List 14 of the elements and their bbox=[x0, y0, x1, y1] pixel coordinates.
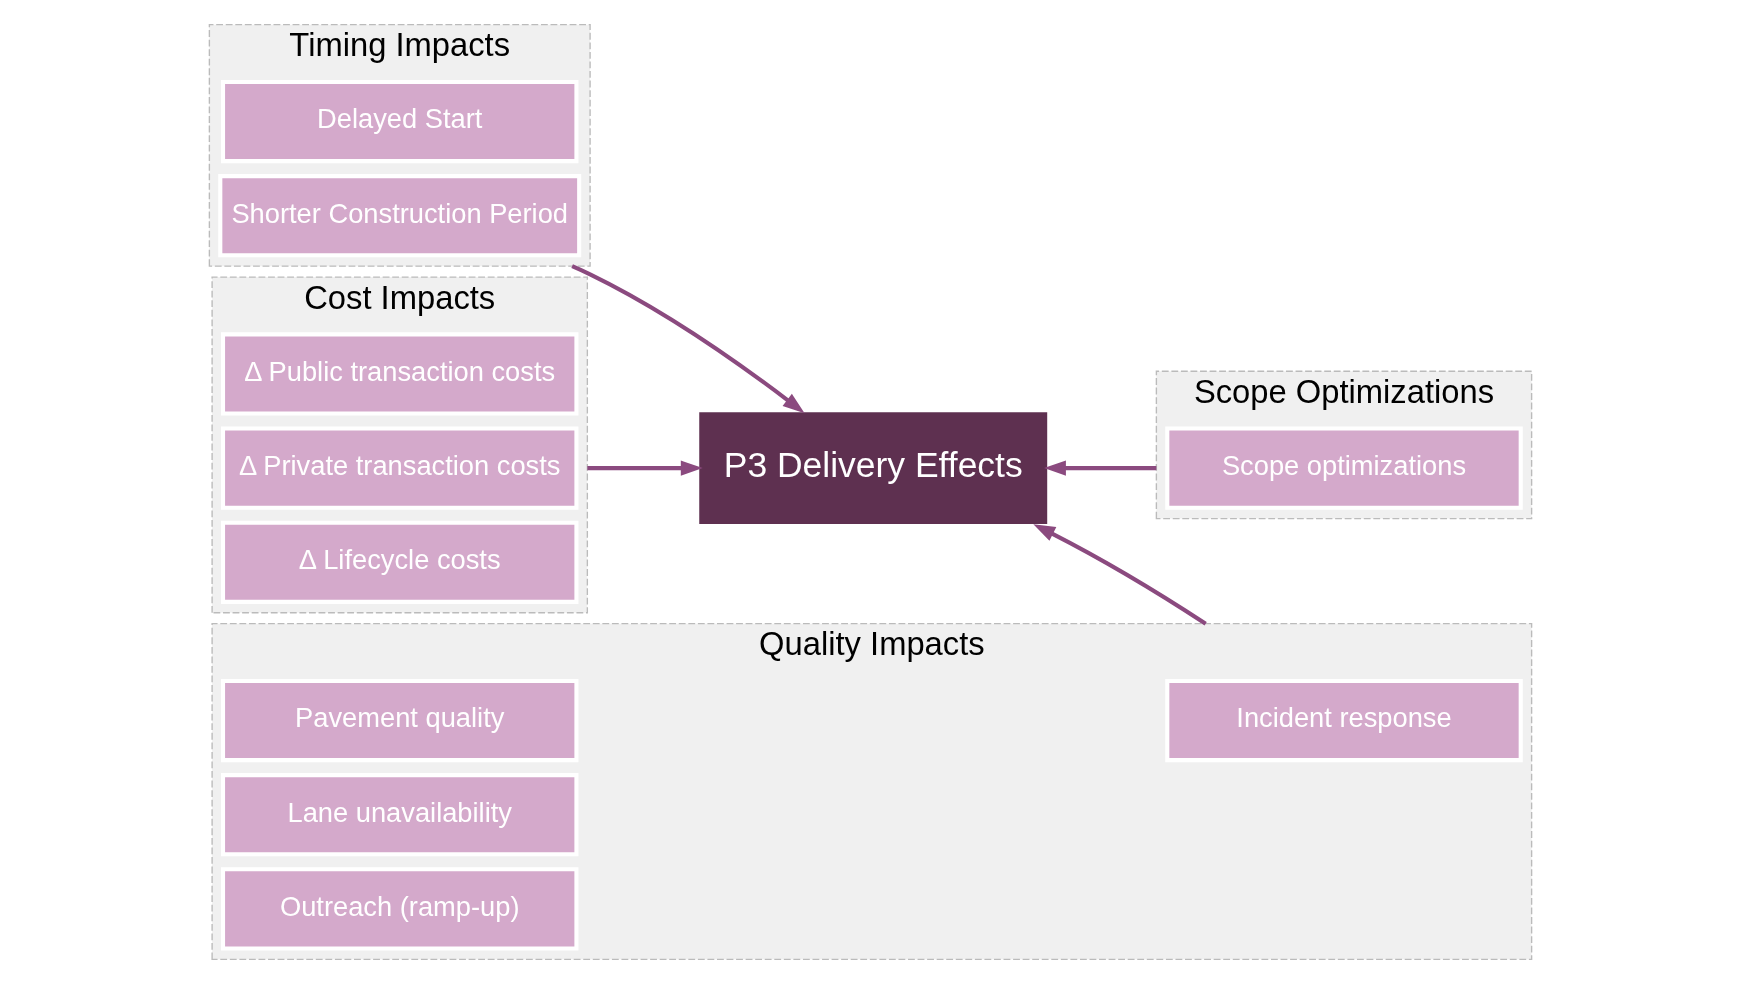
node-box: Outreach (ramp-up) bbox=[220, 867, 579, 951]
node-box: Shorter Construction Period bbox=[218, 174, 582, 258]
node-box: Δ Public transaction costs bbox=[220, 332, 579, 416]
node-box: Pavement quality bbox=[220, 678, 579, 763]
arrow bbox=[587, 460, 703, 476]
node-box: Δ Lifecycle costs bbox=[220, 520, 579, 604]
node-box: Scope optimizations bbox=[1165, 426, 1523, 510]
node-box: Incident response bbox=[1165, 678, 1523, 763]
arrow bbox=[1033, 524, 1207, 626]
arrow bbox=[1044, 460, 1157, 476]
node-box: Lane unavailability bbox=[220, 773, 579, 857]
node-box: Δ Private transaction costs bbox=[220, 426, 579, 510]
arrow bbox=[571, 264, 805, 414]
node-box: Delayed Start bbox=[220, 79, 579, 164]
